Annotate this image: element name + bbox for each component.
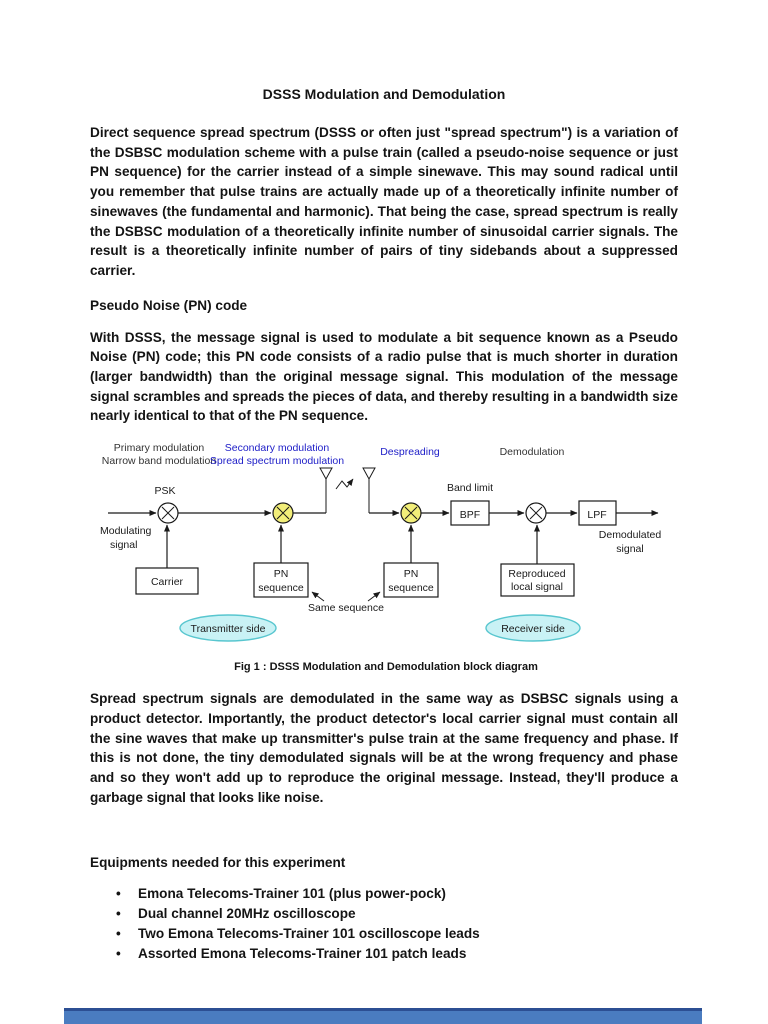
- next-page-edge-bar: [64, 1008, 702, 1024]
- feeder-connectors: [164, 524, 540, 569]
- label-modulating-signal-line2: signal: [110, 539, 137, 551]
- label-band-limit: Band limit: [447, 482, 493, 494]
- antenna-icon: [362, 467, 376, 514]
- list-item: Dual channel 20MHz oscilloscope: [116, 904, 678, 924]
- multiplier-icon: [157, 502, 179, 524]
- label-receiver-side: Receiver side: [501, 623, 565, 635]
- radio-wave-icon: [335, 478, 354, 490]
- carrier-box: Carrier: [135, 567, 199, 595]
- label-narrow-band-modulation: Narrow band modulation: [102, 455, 217, 467]
- same-sequence-annotation: Same sequence: [308, 591, 384, 614]
- label-spread-spectrum-modulation: Spread spectrum modulation: [210, 455, 344, 467]
- label-demodulation: Demodulation: [500, 446, 565, 458]
- list-item: Two Emona Telecoms-Trainer 101 oscillosc…: [116, 924, 678, 944]
- multiplier-icon: [272, 502, 294, 524]
- list-item: Assorted Emona Telecoms-Trainer 101 patc…: [116, 944, 678, 964]
- reproduced-local-signal-box: Reproduced local signal: [500, 563, 575, 597]
- label-demodulated-line1: Demodulated: [599, 529, 662, 541]
- label-lpf: LPF: [587, 509, 606, 521]
- dsss-block-diagram: Primary modulation Narrow band modulatio…: [100, 442, 662, 642]
- pn-sequence-box-rx: PN sequence: [383, 562, 439, 598]
- lpf-box: LPF: [578, 500, 617, 526]
- label-carrier: Carrier: [151, 576, 184, 588]
- label-transmitter-side: Transmitter side: [191, 623, 266, 635]
- multiplier-icon: [400, 502, 422, 524]
- label-demodulated-line2: signal: [616, 543, 643, 555]
- bpf-box: BPF: [450, 500, 490, 526]
- label-reproduced-line2: local signal: [511, 581, 563, 593]
- receiver-side-badge: Receiver side: [485, 614, 581, 642]
- label-pn-tx-line2: sequence: [258, 582, 304, 594]
- label-pn-rx-line1: PN: [404, 568, 419, 580]
- label-primary-modulation: Primary modulation: [114, 442, 205, 454]
- document-content: DSSS Modulation and Demodulation Direct …: [0, 0, 768, 964]
- document-title: DSSS Modulation and Demodulation: [262, 86, 506, 102]
- label-bpf: BPF: [460, 509, 480, 521]
- figure-caption: Fig 1 : DSSS Modulation and Demodulation…: [234, 661, 538, 674]
- label-same-sequence: Same sequence: [308, 602, 384, 614]
- paragraph-intro: Direct sequence spread spectrum (DSSS or…: [90, 125, 678, 278]
- list-item: Emona Telecoms-Trainer 101 (plus power-p…: [116, 884, 678, 904]
- pn-sequence-box-tx: PN sequence: [253, 562, 309, 598]
- label-despreading: Despreading: [380, 446, 440, 458]
- equipment-list: Emona Telecoms-Trainer 101 (plus power-p…: [116, 884, 678, 964]
- heading-pseudo-noise: Pseudo Noise (PN) code: [90, 297, 248, 313]
- paragraph-pn-code: With DSSS, the message signal is used to…: [90, 329, 678, 424]
- multiplier-icon: [525, 502, 547, 524]
- paragraph-demodulation: Spread spectrum signals are demodulated …: [90, 691, 678, 805]
- label-psk: PSK: [154, 485, 175, 497]
- transmitter-side-badge: Transmitter side: [179, 614, 277, 642]
- heading-equipment: Equipments needed for this experiment: [90, 855, 346, 871]
- antenna-icon: [319, 467, 333, 514]
- label-pn-tx-line1: PN: [274, 568, 289, 580]
- label-pn-rx-line2: sequence: [388, 582, 434, 594]
- label-secondary-modulation: Secondary modulation: [225, 442, 330, 454]
- label-modulating-signal-line1: Modulating: [100, 525, 152, 537]
- block-diagram-figure: Primary modulation Narrow band modulatio…: [94, 439, 678, 673]
- label-reproduced-line1: Reproduced: [508, 568, 565, 580]
